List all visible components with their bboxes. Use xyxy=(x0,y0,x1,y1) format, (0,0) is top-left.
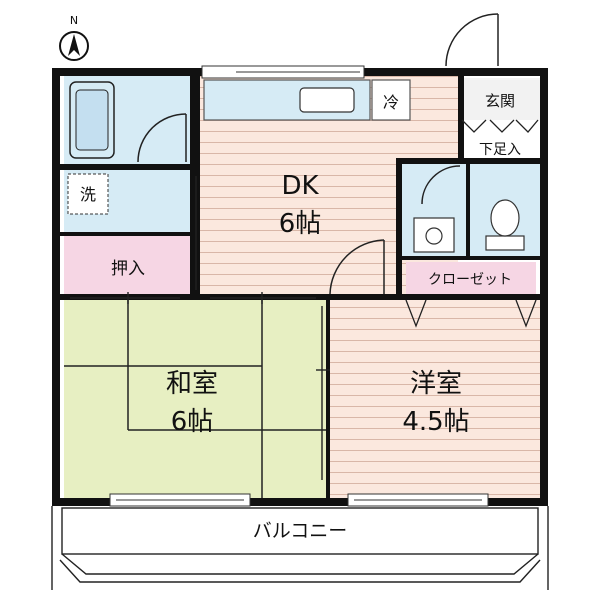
bathtub-inner xyxy=(75,89,109,151)
windows xyxy=(109,65,489,507)
washbasin xyxy=(413,217,455,253)
dk-name: DK xyxy=(281,171,319,201)
yoshitsu-size: 4.5帖 xyxy=(402,407,469,437)
sliding-doors xyxy=(70,176,330,480)
door-swings xyxy=(137,13,499,295)
balcony xyxy=(51,506,549,590)
compass-icon xyxy=(59,31,89,61)
yoshitsu-name: 洋室 xyxy=(410,369,462,399)
closet-doors xyxy=(405,119,539,328)
washitsu-floor xyxy=(64,298,326,498)
washitsu-size: 6帖 xyxy=(171,407,214,437)
fridge-label: 冷 xyxy=(383,93,399,112)
closet-floor xyxy=(406,262,536,294)
shoebox-label: 下足入 xyxy=(479,142,521,158)
washer-label: 洗 xyxy=(80,185,96,204)
toilet-bowl xyxy=(490,199,520,237)
oshiire-label: 押入 xyxy=(111,259,145,279)
toilet-tank xyxy=(485,235,525,251)
sink xyxy=(299,87,355,113)
oshiire-floor xyxy=(64,236,196,294)
dk-size: 6帖 xyxy=(279,209,322,239)
genkan-floor xyxy=(462,78,540,120)
washer-tray xyxy=(67,173,109,215)
yoshitsu-floor xyxy=(330,298,540,498)
closet-label: クローゼット xyxy=(428,272,512,288)
genkan-label: 玄関 xyxy=(485,92,515,110)
tatami-lines xyxy=(64,298,326,498)
washbasin-bowl xyxy=(425,227,443,245)
compass-label: N xyxy=(70,14,78,27)
balcony-label: バルコニー xyxy=(253,520,348,542)
walls xyxy=(52,68,548,506)
washitsu-name: 和室 xyxy=(166,369,218,399)
fridge-space xyxy=(371,79,411,121)
